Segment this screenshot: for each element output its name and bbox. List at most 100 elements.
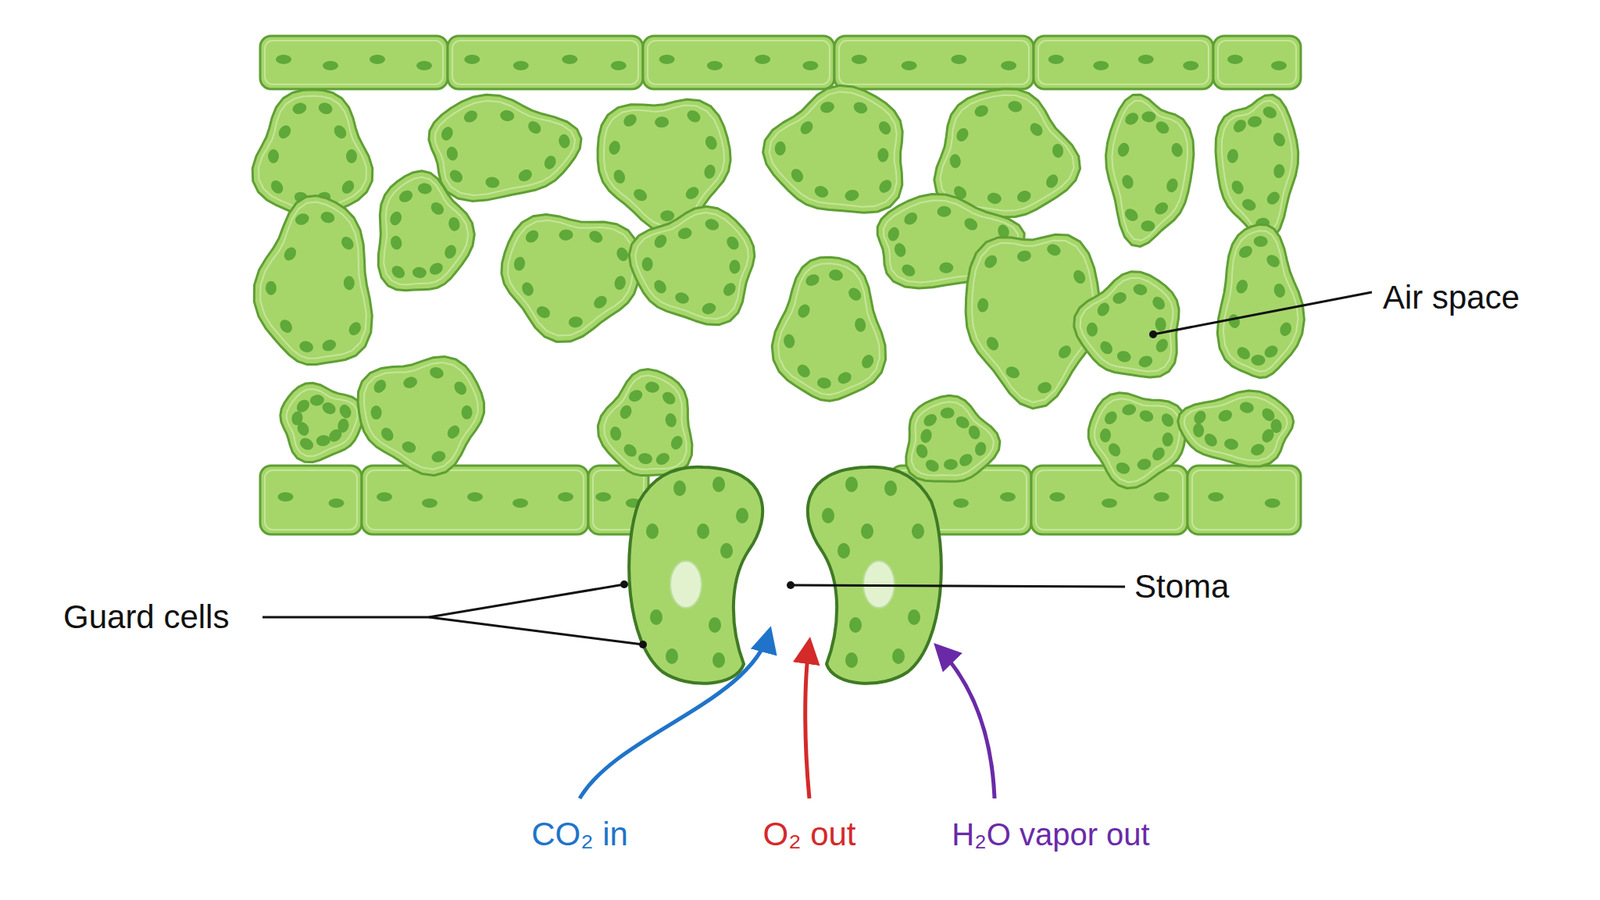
- chloroplast: [901, 60, 918, 71]
- chloroplast: [275, 123, 293, 142]
- chloroplast: [369, 54, 386, 65]
- chloroplast: [1095, 300, 1112, 319]
- chloroplast: [376, 492, 393, 502]
- chloroplast: [1246, 114, 1263, 129]
- chloroplast: [1231, 117, 1250, 136]
- chloroplast: [696, 523, 710, 540]
- chloroplast: [1115, 349, 1133, 364]
- chloroplast: [700, 301, 718, 316]
- mesophyll-cell: [501, 214, 640, 342]
- chloroplast: [1120, 173, 1136, 190]
- cell-inner-wall: [1221, 100, 1293, 235]
- chloroplast: [1085, 321, 1098, 337]
- mesophyll-cell: [1088, 392, 1186, 489]
- chloroplast: [664, 412, 678, 429]
- chloroplast: [1003, 364, 1022, 381]
- chloroplast: [939, 407, 955, 419]
- chloroplast: [520, 280, 536, 298]
- chloroplast: [659, 54, 675, 65]
- chloroplast: [646, 523, 659, 540]
- cell-inner-wall: [1184, 396, 1288, 461]
- chloroplast: [818, 100, 836, 115]
- chloroplast: [1136, 353, 1154, 370]
- chloroplast: [1092, 60, 1109, 71]
- cell-inner-wall: [839, 40, 1029, 85]
- cell-inner-wall: [366, 470, 584, 530]
- chloroplast: [317, 100, 334, 116]
- chloroplast: [1234, 344, 1253, 362]
- chloroplast: [1115, 141, 1131, 159]
- cell-inner-wall: [1094, 398, 1180, 483]
- cell-inner-wall: [603, 375, 686, 470]
- mesophyll-cell: [1215, 94, 1299, 240]
- chloroplast: [835, 370, 854, 386]
- chloroplast: [1049, 492, 1065, 502]
- chloroplast: [950, 54, 967, 65]
- chloroplast: [651, 278, 669, 297]
- chloroplast: [542, 153, 558, 172]
- chloroplast: [982, 253, 1000, 272]
- chloroplast: [796, 302, 813, 320]
- chloroplast: [439, 125, 455, 143]
- chloroplast: [703, 134, 720, 152]
- chloroplast: [641, 257, 654, 272]
- chloroplast: [617, 403, 634, 421]
- chloroplast: [1150, 294, 1168, 313]
- chloroplast: [1253, 235, 1268, 248]
- cell-inner-wall: [435, 100, 575, 196]
- chloroplast: [637, 452, 654, 465]
- chloroplast: [1106, 440, 1123, 459]
- chloroplast: [1051, 142, 1065, 158]
- chloroplast: [320, 337, 338, 353]
- cell-inner-wall: [507, 220, 634, 336]
- chloroplast: [467, 492, 483, 502]
- cell-inner-wall: [1035, 470, 1183, 530]
- chloroplast: [918, 428, 933, 445]
- cell-inner-wall: [286, 389, 358, 457]
- chloroplast: [953, 414, 972, 432]
- chloroplast: [389, 234, 404, 251]
- chloroplast: [1264, 498, 1281, 508]
- chloroplast: [849, 617, 862, 633]
- mesophyll-cell: [628, 206, 755, 325]
- chloroplast: [512, 498, 529, 508]
- chloroplast: [461, 405, 473, 420]
- chloroplast: [654, 116, 670, 129]
- chloroplast: [1043, 172, 1061, 191]
- chloroplast: [411, 266, 427, 279]
- chloroplast: [1101, 498, 1118, 508]
- chloroplast: [957, 451, 975, 469]
- chloroplast: [650, 609, 663, 625]
- chloroplast: [1153, 118, 1172, 136]
- chloroplast: [1141, 110, 1156, 122]
- chloroplast: [428, 365, 445, 381]
- part-label: Air space: [1382, 278, 1520, 317]
- chloroplast: [986, 191, 1004, 205]
- chloroplast: [936, 206, 951, 218]
- chloroplast: [446, 215, 461, 233]
- epidermal-cell: [447, 35, 643, 90]
- chloroplast: [290, 410, 304, 426]
- chloroplast: [557, 133, 572, 150]
- chloroplast: [417, 182, 433, 196]
- chloroplast: [523, 227, 542, 245]
- mesophyll-cell: [378, 171, 475, 291]
- chloroplast: [1192, 422, 1205, 438]
- chloroplast: [610, 60, 627, 71]
- chloroplast: [1278, 320, 1294, 338]
- chloroplast: [621, 111, 640, 129]
- chloroplast: [901, 210, 920, 228]
- chloroplast: [721, 280, 739, 299]
- nucleus: [670, 560, 702, 608]
- chloroplast: [442, 242, 459, 261]
- chloroplast: [401, 375, 418, 390]
- chloroplast: [1216, 407, 1234, 424]
- chloroplast: [1152, 200, 1171, 218]
- chloroplast: [821, 507, 835, 524]
- chloroplast: [665, 648, 679, 665]
- cell-inner-wall: [258, 96, 367, 212]
- cell-inner-wall: [1111, 100, 1188, 241]
- chloroplast: [966, 424, 983, 442]
- chloroplast: [953, 498, 969, 508]
- chloroplast: [631, 186, 650, 204]
